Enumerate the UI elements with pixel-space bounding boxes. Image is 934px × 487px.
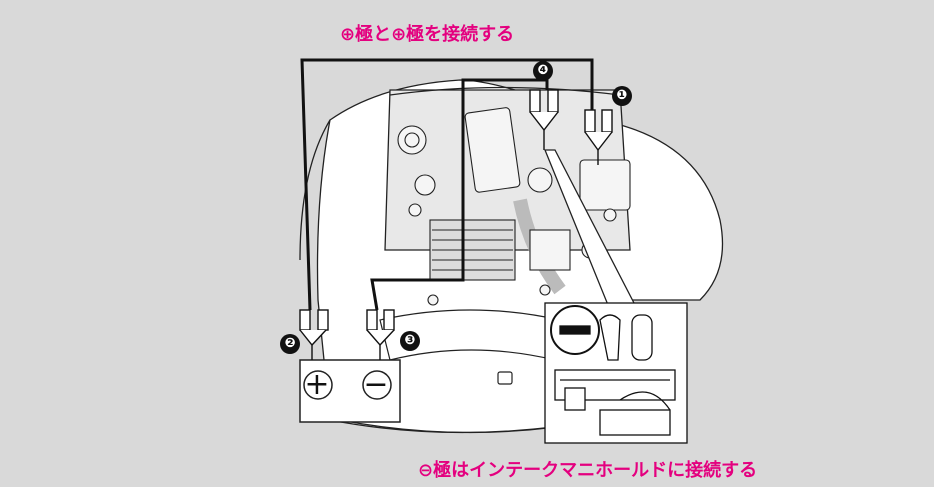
clamp-4 [529, 89, 559, 150]
jumper-clamps [299, 89, 613, 360]
step-marker-3: ❸ [400, 331, 420, 351]
jumper-cables [300, 58, 594, 311]
battery-plus-symbol: + [304, 367, 330, 402]
caption-negative-connection: ⊖極はインテークマニホールドに接続する [418, 460, 758, 481]
booster-battery [299, 359, 401, 423]
battery-minus-symbol: − [363, 367, 389, 402]
clamp-2 [299, 309, 329, 360]
step-marker-4: ❹ [533, 61, 553, 81]
step-marker-2: ❷ [280, 334, 300, 354]
caption-positive-connection: ⊕極と⊕極を接続する [340, 24, 515, 45]
intake-manifold-detail [544, 302, 688, 444]
clamp-1 [584, 109, 613, 165]
engine-parts [397, 107, 631, 306]
clamp-3 [366, 309, 395, 360]
honda-emblem [497, 371, 513, 385]
step-marker-1: ❶ [612, 86, 632, 106]
